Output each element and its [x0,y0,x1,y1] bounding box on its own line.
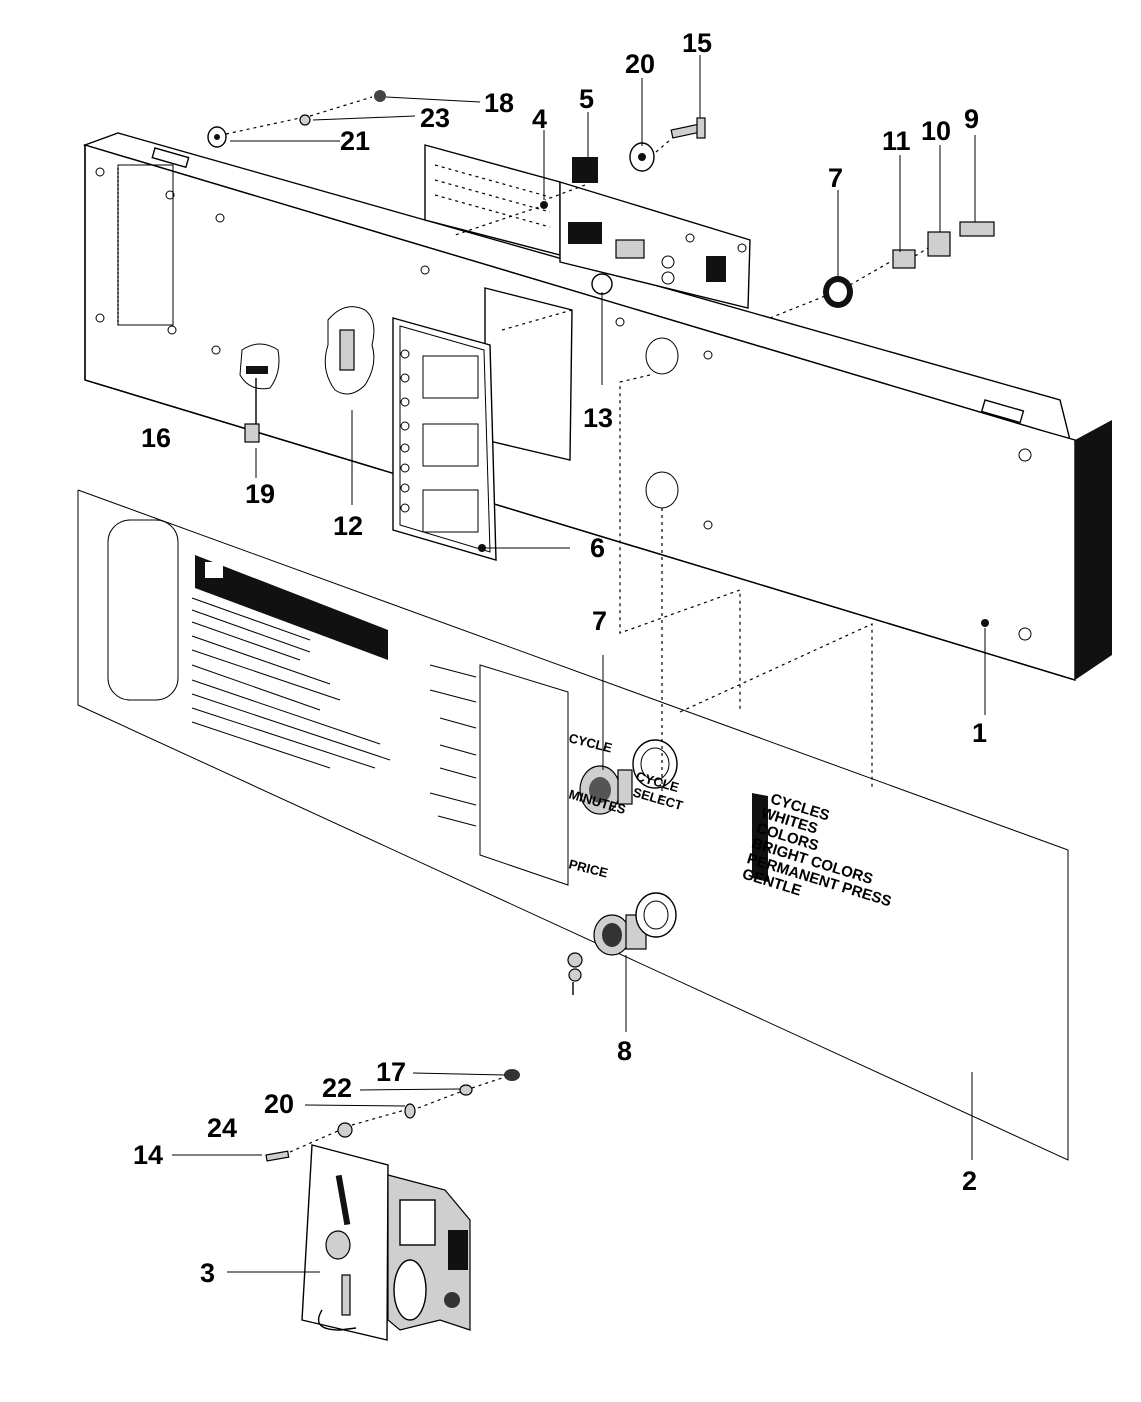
callout-21: 21 [340,126,370,156]
lock-cylinder [567,892,677,995]
callout-6: 6 [590,533,605,563]
callout-5: 5 [579,84,594,114]
callout-14: 14 [133,1140,163,1170]
callout-11: 11 [882,126,911,156]
price-label: PRICE [567,856,609,880]
callout-7-front: 7 [592,606,607,636]
callout-8: 8 [617,1036,632,1066]
callout-16: 16 [141,423,171,453]
callout-24: 24 [207,1113,237,1143]
callout-numbers: 1 2 3 4 5 6 7 7 8 9 10 11 12 13 14 15 16… [133,28,987,1288]
callout-3: 3 [200,1258,215,1288]
coin-mechanism [301,1122,471,1341]
circuit-board [424,144,751,309]
cycles-legend: CYCLES WHITES COLORS BRIGHT COLORS PERMA… [740,790,893,910]
callout-15: 15 [682,28,712,58]
callout-19: 19 [245,479,275,509]
callout-23: 23 [420,103,450,133]
instruction-text-lines [191,597,391,769]
cycle-step-labels [429,664,477,827]
callout-12: 12 [333,511,363,541]
callout-9: 9 [964,104,979,134]
callout-4: 4 [532,104,547,134]
front-overlay-panel [77,489,1069,1161]
callout-1: 1 [972,718,987,748]
callout-17: 17 [376,1057,406,1087]
callout-10: 10 [921,116,951,146]
callout-20-top: 20 [625,49,655,79]
callout-18: 18 [484,88,514,118]
callout-22: 22 [322,1073,352,1103]
cycle-select-knob [579,739,678,815]
control-console [82,132,1112,681]
console-mounting-holes [95,167,1032,641]
callout-20-bottom: 20 [264,1089,294,1119]
leader-lines [172,55,986,1273]
display-lens [392,287,573,561]
display-chip [572,157,598,183]
callout-2: 2 [962,1166,977,1196]
cycle-label: CYCLE [567,730,614,755]
callout-7-top: 7 [828,163,843,193]
callout-13: 13 [583,403,613,433]
